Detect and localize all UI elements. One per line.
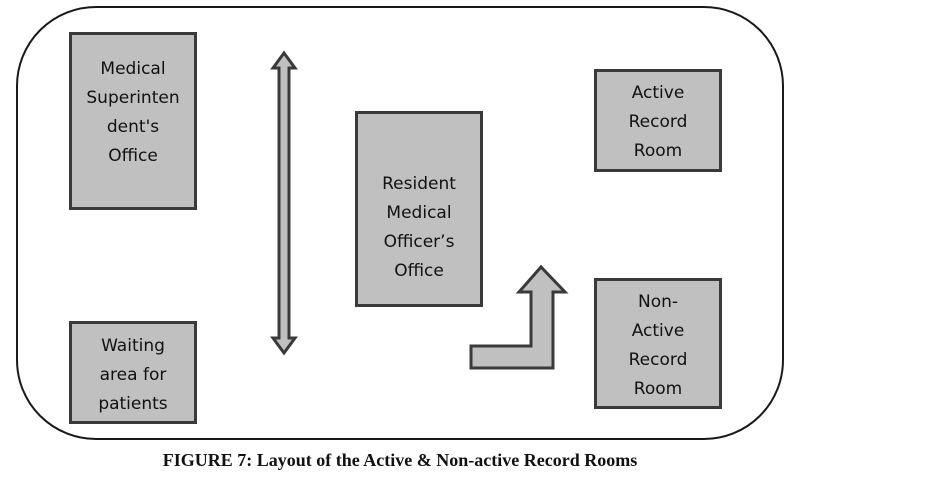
- active-record-room: Active Record Room: [594, 69, 722, 172]
- resident-medical-officer-office: Resident Medical Officer’s Office: [355, 111, 483, 307]
- room-label-line: Record: [628, 112, 688, 132]
- medical-superintendent-office: Medical Superinten dent's Office: [69, 32, 197, 210]
- room-label-line: dent's: [106, 117, 160, 137]
- room-label-line: Medical: [100, 59, 166, 79]
- room-label-line: Room: [633, 141, 683, 161]
- room-label-line: Waiting: [101, 336, 165, 356]
- room-label-line: area for: [99, 365, 167, 385]
- room-label-line: Office: [108, 146, 158, 166]
- room-label-line: patients: [98, 394, 168, 414]
- room-label-line: Room: [633, 379, 683, 399]
- room-label-line: Non-: [637, 292, 679, 312]
- room-label-line: Active: [631, 83, 685, 103]
- room-label-line: Office: [394, 261, 444, 281]
- non-active-record-room: Non- Active Record Room: [594, 278, 722, 409]
- room-label-line: Resident: [382, 174, 456, 194]
- room-label-line: Medical: [386, 203, 452, 223]
- room-label-line: Record: [628, 350, 688, 370]
- room-label-line: Officer’s: [383, 232, 455, 252]
- figure-caption: FIGURE 7: Layout of the Active & Non-act…: [162, 450, 638, 470]
- room-label-line: Superinten: [86, 88, 180, 108]
- room-label-line: Active: [631, 321, 685, 341]
- waiting-area: Waiting area for patients: [69, 321, 197, 424]
